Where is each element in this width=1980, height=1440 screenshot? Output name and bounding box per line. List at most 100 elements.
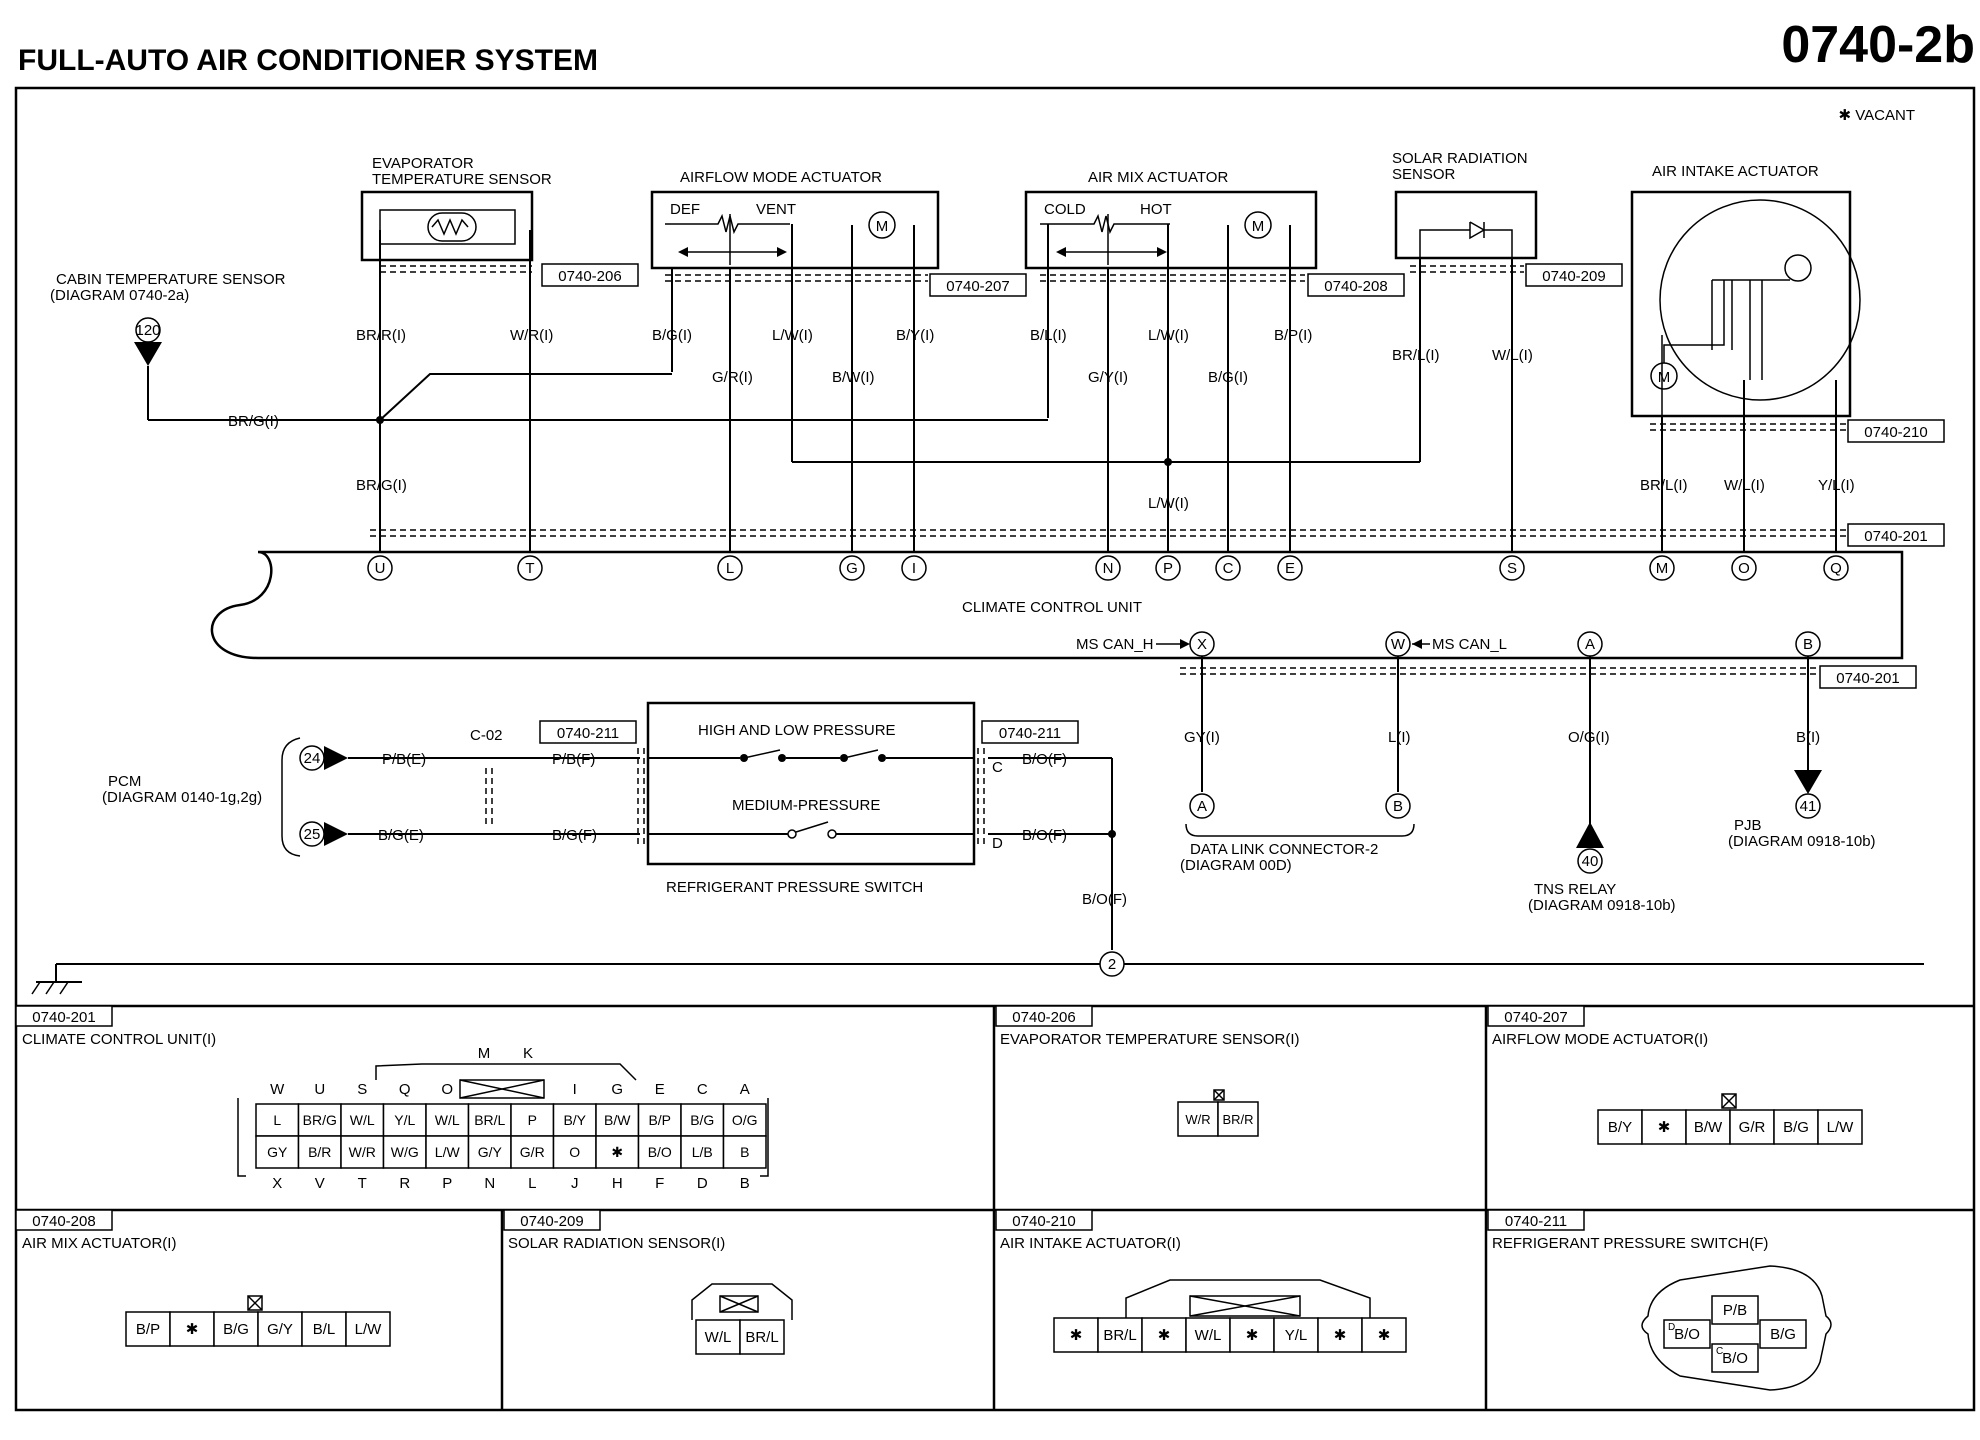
- connector-cell: [680, 1135, 725, 1169]
- evaporator-temperature-sensor: EVAPORATOR TEMPERATURE SENSOR: [360, 155, 552, 262]
- connector-cell: [345, 1311, 391, 1347]
- connector-cell-label: B/G: [1770, 1326, 1796, 1343]
- connector-cell-label: B/G: [223, 1321, 249, 1338]
- panel-title: EVAPORATOR TEMPERATURE SENSOR(I): [1000, 1031, 1300, 1048]
- pcm-section: PCM (DIAGRAM 0140-1g,2g) 24 25 P/B(E) B/…: [102, 720, 645, 857]
- ccu-pin: X: [1197, 636, 1207, 653]
- connector-cell-label: B/P: [648, 1112, 671, 1128]
- connector-cell-label: W/L: [705, 1329, 732, 1346]
- thermistor-icon: [427, 212, 477, 242]
- ccu-pin: M: [1656, 560, 1669, 577]
- connector-cell-label: G/R: [520, 1144, 545, 1160]
- connector-cell: [1217, 1101, 1259, 1137]
- wire-label: BR/R(I): [356, 327, 406, 344]
- connector-cell-label: BR/G: [303, 1112, 337, 1128]
- panel-ref: 0740-201: [32, 1009, 95, 1026]
- ref-0740-206: 0740-206: [558, 268, 621, 285]
- connector-cell-label: B/O: [1674, 1326, 1700, 1343]
- connector-cell: [552, 1135, 597, 1169]
- solar-label-1: SOLAR RADIATION: [1392, 150, 1528, 167]
- wire-label: BR/G(I): [356, 477, 407, 494]
- panel-title: CLIMATE CONTROL UNIT(I): [22, 1031, 216, 1048]
- ccu-bottom-pins: X W A B MS CAN_H MS CAN_L: [1076, 631, 1821, 657]
- wire-label: B/O(F): [1022, 827, 1067, 844]
- svg-text:M: M: [1252, 218, 1265, 235]
- arrow-down-icon: [134, 342, 162, 366]
- wire-label: B/W(I): [832, 369, 875, 386]
- wire-label: G/Y(I): [1088, 369, 1128, 386]
- connector-cell-label: B/O: [648, 1144, 672, 1160]
- connector-cell-label: B/Y: [1608, 1119, 1632, 1136]
- connector-cell-label: B/O: [1722, 1350, 1748, 1367]
- connector-cell: [1759, 1319, 1807, 1349]
- solar-radiation-sensor: SOLAR RADIATION SENSOR: [1392, 150, 1538, 260]
- connector-cell-label: BR/L: [1103, 1327, 1136, 1344]
- wire-label: B/G(E): [378, 827, 424, 844]
- lower-right-wires: GY(I) L(I) O/G(I) B(I) A B DATA LINK CON…: [1180, 656, 1876, 914]
- tns-label-2: (DIAGRAM 0918-10b): [1528, 897, 1676, 914]
- pin-position-label: A: [740, 1081, 750, 1098]
- pin-position-label: O: [441, 1081, 453, 1098]
- ccu-pin: N: [1103, 560, 1114, 577]
- connector-cell-label: B/W: [1694, 1119, 1723, 1136]
- switch-name-label: REFRIGERANT PRESSURE SWITCH: [666, 879, 923, 896]
- air-mix-actuator: AIR MIX ACTUATOR COLD HOT M: [1024, 169, 1318, 270]
- pin-position-label: B: [740, 1175, 750, 1192]
- panel-label: M: [478, 1045, 491, 1062]
- pcm-pin: 24: [304, 750, 321, 767]
- air-intake-actuator: AIR INTAKE ACTUATOR M: [1630, 163, 1861, 418]
- wire-label: P/B(F): [552, 751, 595, 768]
- intake-label: AIR INTAKE ACTUATOR: [1652, 163, 1819, 180]
- panel-ref: 0740-211: [1505, 1213, 1567, 1230]
- motor-icon: [868, 211, 896, 239]
- connector-cell-label: L/W: [355, 1321, 383, 1338]
- pcm-label-1: PCM: [108, 773, 141, 790]
- pin-position-label: W: [270, 1081, 285, 1098]
- wire-label: O/G(I): [1568, 729, 1610, 746]
- ccu-pin: W: [1391, 636, 1406, 653]
- ref-0740-201-bottom: 0740-201: [1836, 670, 1899, 687]
- connector-cell-label: ✱: [1158, 1327, 1171, 1344]
- connector-cell-label: ✱: [1070, 1327, 1083, 1344]
- connector-cell-label: W/R: [1185, 1112, 1210, 1127]
- pin-position-label: C: [1716, 1346, 1723, 1357]
- motor-icon: [1244, 211, 1272, 239]
- connector-cell-label: ✱: [611, 1144, 623, 1160]
- connector-cell-label: B/Y: [563, 1112, 586, 1128]
- connector-cell: [695, 1319, 741, 1355]
- ref-0740-201-top: 0740-201: [1864, 528, 1927, 545]
- ccu-pin: L: [726, 560, 734, 577]
- connector-cell: [680, 1103, 725, 1137]
- pin-position-label: L: [528, 1175, 536, 1192]
- connector-cell-label: BR/R: [1222, 1112, 1253, 1127]
- connector-cell-label: L/W: [435, 1144, 461, 1160]
- potentiometer-icon: [1040, 213, 1170, 235]
- pjb-label-2: (DIAGRAM 0918-10b): [1728, 833, 1876, 850]
- connector-cell-label: W/L: [350, 1112, 375, 1128]
- climate-control-unit-outline: [210, 550, 1904, 660]
- panel-label: K: [523, 1045, 533, 1062]
- wire-label: BR/G(I): [228, 413, 279, 430]
- connector-cell-label: W/G: [391, 1144, 419, 1160]
- connector-cell: [213, 1311, 259, 1347]
- connector-cell: [1641, 1109, 1687, 1145]
- svg-text:M: M: [1658, 369, 1671, 386]
- switch-right-wiring: 0740-211 C D B/O(F) B/O(F) B/O(F) 2: [977, 720, 1127, 977]
- wire-label: W/L(I): [1724, 477, 1765, 494]
- connector-cell-label: B/R: [308, 1144, 331, 1160]
- ref-0740-211-right: 0740-211: [999, 725, 1061, 742]
- connector-cell: [257, 1311, 303, 1347]
- dlc-pin: A: [1197, 798, 1207, 815]
- panel-ref: 0740-209: [520, 1213, 583, 1230]
- pin-position-label: R: [399, 1175, 410, 1192]
- ccu-pin: T: [525, 560, 534, 577]
- ccu-pin: U: [375, 560, 386, 577]
- connector-cell: [340, 1103, 385, 1137]
- wire-label: B(I): [1796, 729, 1820, 746]
- wire-label: L/W(I): [1148, 327, 1189, 344]
- cabin-temperature-sensor: CABIN TEMPERATURE SENSOR (DIAGRAM 0740-2…: [50, 271, 286, 420]
- connector-cell: [722, 1135, 767, 1169]
- pin-position-label: T: [358, 1175, 367, 1192]
